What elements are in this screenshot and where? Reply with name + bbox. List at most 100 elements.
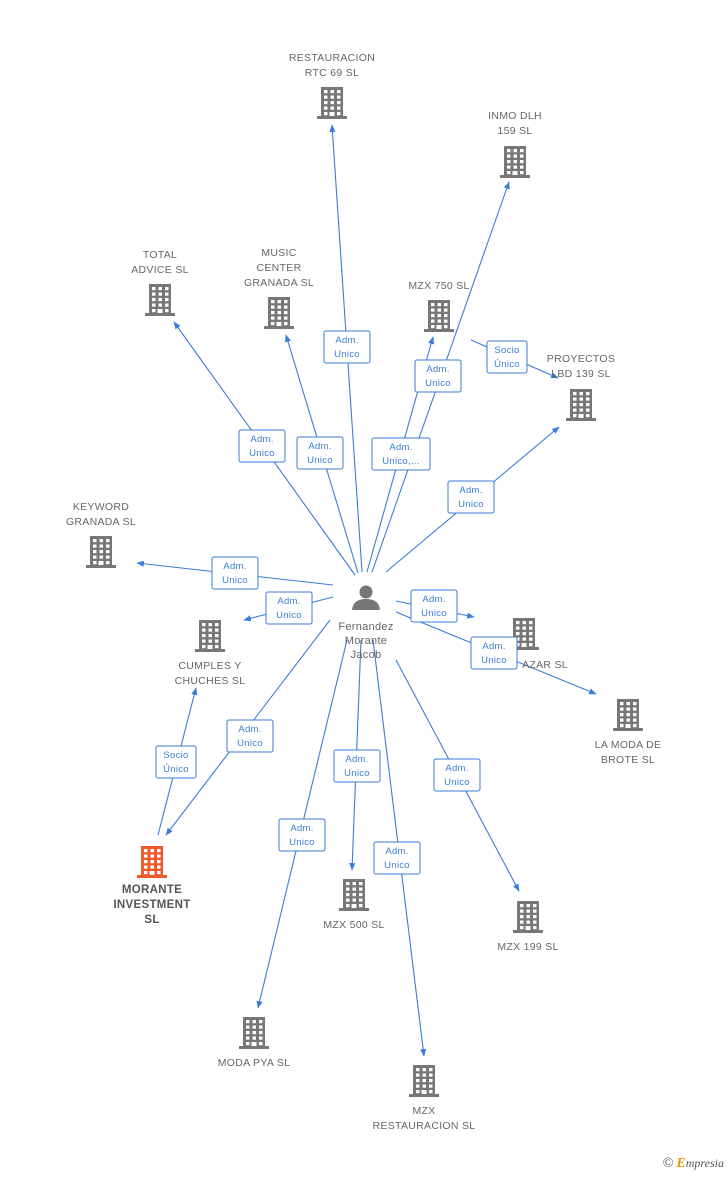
role-label-box [265,591,313,625]
role-label-text: Adm. [422,594,445,605]
role-label-box [447,480,495,514]
company-node-mzx-500[interactable]: MZX 500 SL [323,879,384,931]
role-label-text: Unico [237,738,263,749]
company-name-line: MORANTE [122,884,182,896]
role-label[interactable]: Adm. Unico [433,758,481,792]
building-icon [137,846,167,878]
role-label-text: Socio [163,750,188,761]
role-labels-layer: Adm.UnicoAdm.Unico,...Adm.UnicoAdm.Unico… [155,330,528,875]
role-label-text: Adm. [223,561,246,572]
building-icon [613,699,643,731]
company-name-line: LA MODA DE [595,739,662,751]
company-name-line: GRANADA SL [244,277,314,289]
role-label[interactable]: Adm. Unico [333,749,381,783]
company-name-line: INVESTMENT [113,899,190,911]
role-label[interactable]: Adm.Unico [447,480,495,514]
role-label[interactable]: Adm.Unico [278,818,326,852]
company-node-morante-investment[interactable]: MORANTE INVESTMENT SL [113,846,190,926]
role-label-box [333,749,381,783]
role-label[interactable]: Adm. Unico [226,719,274,753]
company-node-proyectos-lbd-139[interactable]: PROYECTOS LBD 139 SL [547,353,615,421]
role-label-text: Adm. [250,434,273,445]
role-label-box [410,589,458,623]
role-label-text: Adm. [385,846,408,857]
company-name-line: BROTE SL [601,754,655,766]
building-icon [424,300,454,332]
company-node-mzx-750[interactable]: MZX 750 SL [408,280,469,332]
role-label[interactable]: Adm. Unico [470,636,518,670]
role-label[interactable]: Adm.Unico [373,841,421,875]
company-name-line: MODA PYA SL [218,1057,291,1069]
company-node-la-moda-de-brote[interactable]: LA MODA DE BROTE SL [595,699,662,766]
building-icon [239,1017,269,1049]
company-node-total-advice[interactable]: TOTAL ADVICE SL [131,249,189,316]
company-name-line: LBD 139 SL [551,368,611,380]
role-label-text: Unico,... [382,456,420,467]
role-label-text: Adm. [459,485,482,496]
building-icon [86,536,116,568]
building-icon [500,146,530,178]
role-label-text: Adm. [308,441,331,452]
role-label-text: Adm. [482,641,505,652]
company-name-line: AZAR SL [522,659,568,671]
role-label-text: Unico [421,608,447,619]
role-label-text: Unico [222,575,248,586]
role-label-text: Adm. [445,763,468,774]
company-node-azar[interactable]: AZAR SL [509,618,568,671]
company-name-line: TOTAL [143,249,177,261]
company-name-line: RESTAURACION [289,52,375,64]
role-label-box [296,436,344,470]
company-name-line: INMO DLH [488,110,542,122]
role-label-text: Adm. [277,596,300,607]
role-label-box [155,745,197,779]
role-label[interactable]: Adm.Unico [265,591,313,625]
building-icon [513,901,543,933]
company-node-mzx-199[interactable]: MZX 199 SL [497,901,558,953]
role-label[interactable]: Adm.Unico,... [371,437,431,471]
company-name-line: CHUCHES SL [175,675,246,687]
building-icon [264,297,294,329]
role-label[interactable]: Adm.Unico [414,359,462,393]
company-node-mzx-restauracion[interactable]: MZX RESTAURACION SL [373,1065,476,1132]
role-label-box [373,841,421,875]
role-label-text: Unico [344,768,370,779]
brand-e: E [676,1156,686,1171]
role-label-box [470,636,518,670]
role-label-text: Unico [444,777,470,788]
company-name-line: KEYWORD [73,501,129,513]
company-name-line: RESTAURACION SL [373,1120,476,1132]
role-label-text: Adm. [238,724,261,735]
person-icon [352,585,380,610]
role-label[interactable]: Adm.Unico [296,436,344,470]
building-icon [509,618,539,650]
company-name-line: SL [144,914,159,926]
person-name-line: Jacob [351,649,382,661]
building-icon [339,879,369,911]
company-name-line: MZX [412,1105,435,1117]
building-icon [566,389,596,421]
role-label-text: Adm. [345,754,368,765]
company-node-moda-pya[interactable]: MODA PYA SL [218,1017,291,1069]
role-label[interactable]: Adm. Unico [410,589,458,623]
role-label[interactable]: Adm.Unico [323,330,371,364]
role-label-text: Unico [249,448,275,459]
company-name-line: ADVICE SL [131,264,189,276]
company-name-line: PROYECTOS [547,353,615,365]
role-label-text: Socio [494,345,519,356]
role-label[interactable]: Adm. Unico [211,556,259,590]
role-label-box [433,758,481,792]
role-label[interactable]: Adm. Unico [238,429,286,463]
role-label-box [211,556,259,590]
company-name-line: MZX 500 SL [323,919,384,931]
role-label-box [278,818,326,852]
role-label-text: Unico [481,655,507,666]
